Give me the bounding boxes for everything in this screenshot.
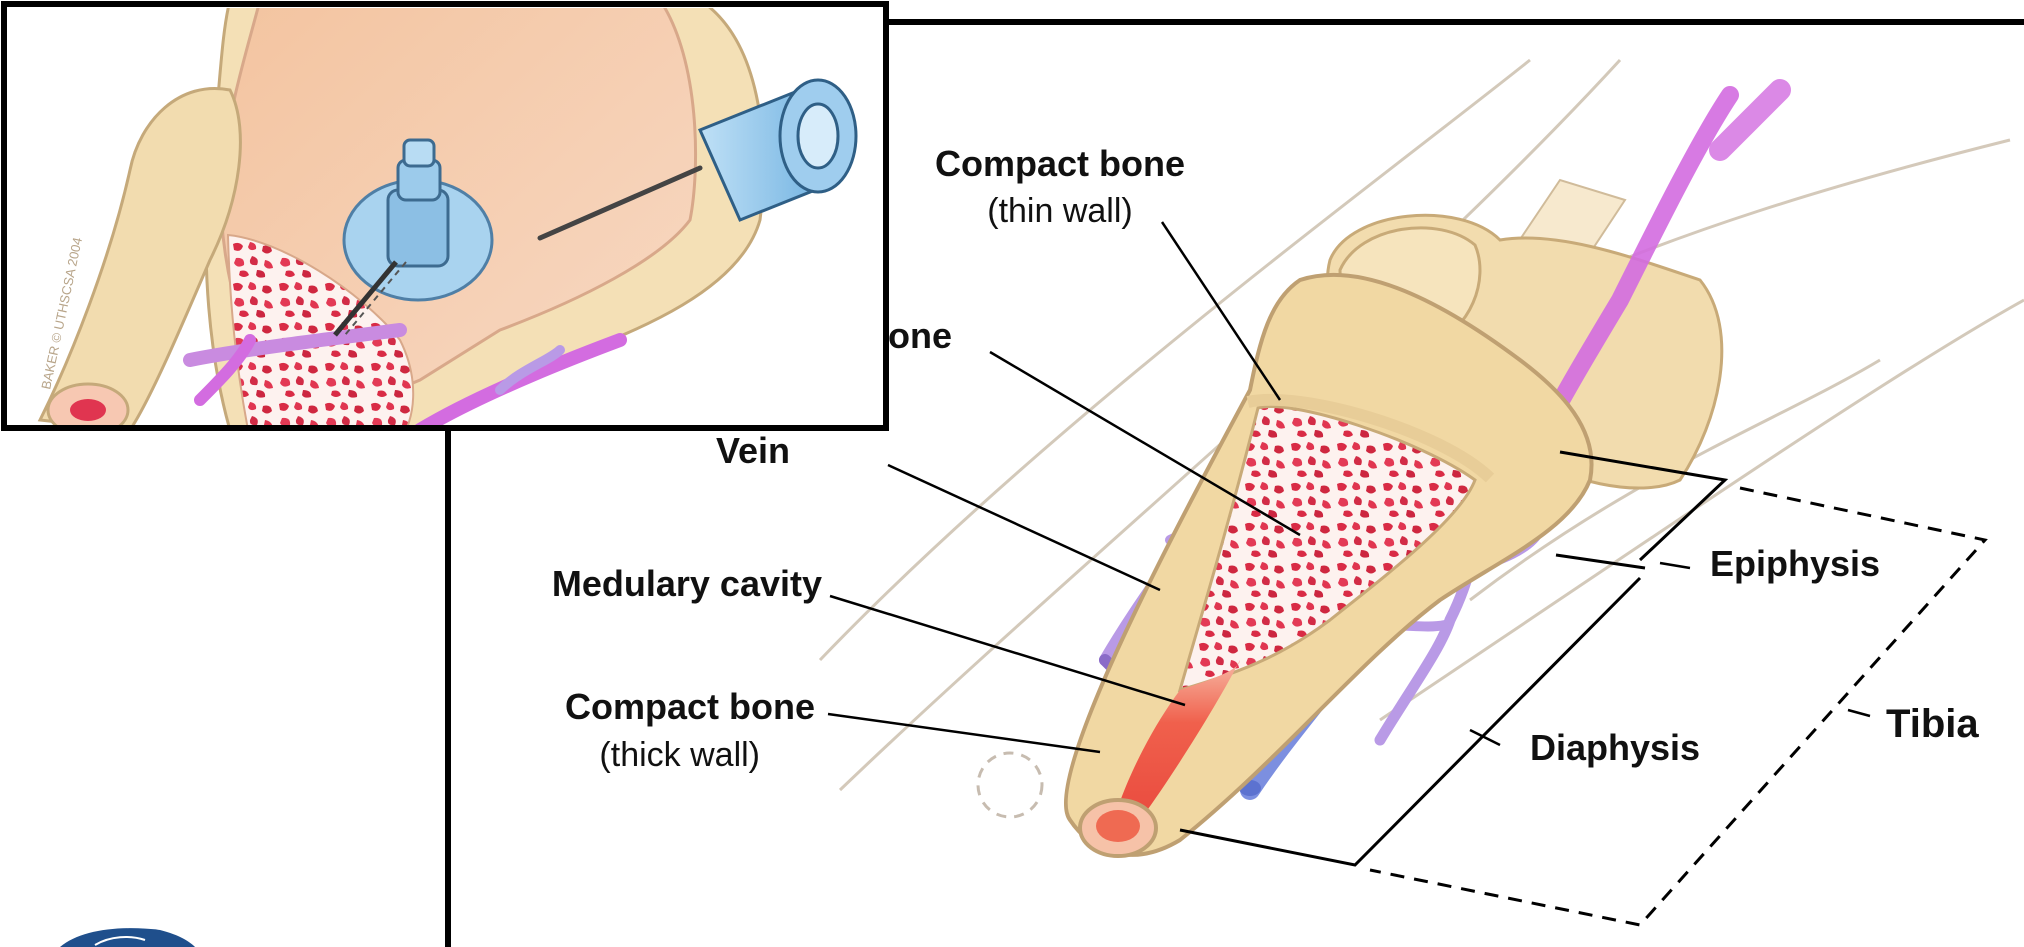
label-spongy-bone-partial: one [888,315,952,356]
seal-logo [60,928,195,947]
label-tibia: Tibia [1886,702,1979,746]
label-compact-bone-thin: Compact bone [935,143,1185,184]
label-medullary-cavity: Medulary cavity [552,563,822,604]
fibula-end-outline [978,753,1042,817]
label-compact-bone-thick: Compact bone [565,686,815,727]
label-vein: Vein [716,430,790,471]
inset-panel: BAKER © UTHSCSA 2004 [4,0,886,440]
label-thin-wall: (thin wall) [987,192,1132,230]
label-epiphysis: Epiphysis [1710,543,1880,584]
label-thick-wall: (thick wall) [599,736,760,774]
label-diaphysis: Diaphysis [1530,727,1700,768]
